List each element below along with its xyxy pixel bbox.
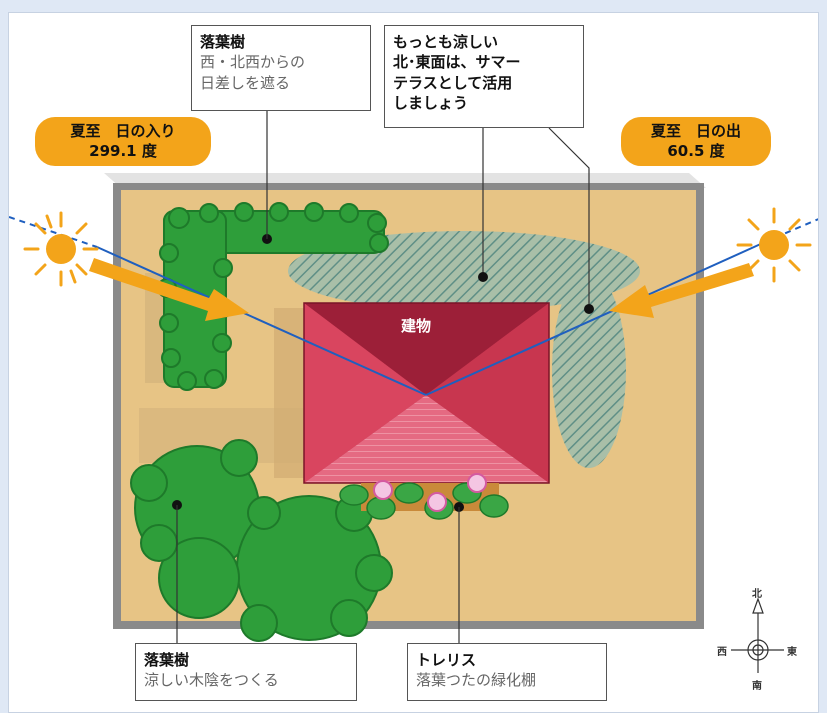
callout-text: テラスとして活用 xyxy=(393,73,513,92)
callout-title: 落葉樹 xyxy=(200,33,246,51)
callout-summer-terrace: もっとも涼しい 北･東面は、サマー テラスとして活用 しましょう xyxy=(384,25,584,128)
compass-north-label: 北 xyxy=(752,589,762,600)
compass-south-label: 南 xyxy=(752,681,762,692)
deciduous-trees-sw xyxy=(130,439,393,642)
sunlight-arrow-west xyxy=(89,258,249,321)
callout-text: 西・北西からの xyxy=(200,53,306,72)
sunset-angle-badge: 夏至 日の入り 299.1 度 xyxy=(35,117,211,166)
building-label: 建物 xyxy=(401,317,432,335)
compass-east-label: 東 xyxy=(787,647,797,658)
callout-deciduous-nw: 落葉樹 西・北西からの 日差しを遮る xyxy=(191,25,371,111)
callout-deciduous-sw: 落葉樹 涼しい木陰をつくる xyxy=(135,643,357,701)
callout-text: 涼しい木陰をつくる xyxy=(144,671,279,690)
sun-icon-west xyxy=(23,211,99,287)
callout-trellis: トレリス 落葉つたの緑化棚 xyxy=(407,643,607,701)
sun-icon-east xyxy=(736,207,812,283)
callout-leaders xyxy=(176,111,590,648)
callout-title: 落葉樹 xyxy=(144,651,190,669)
callout-text: しましょう xyxy=(393,93,469,112)
compass-rose xyxy=(731,597,784,673)
callout-text: 北･東面は、サマー xyxy=(393,53,521,72)
marker-dot xyxy=(584,304,594,314)
sunlight-arrow-east xyxy=(609,263,754,318)
sunset-degree: 299.1 度 xyxy=(89,141,157,160)
marker-dot xyxy=(478,272,488,282)
sunset-label: 夏至 日の入り xyxy=(70,122,176,140)
compass-west-label: 西 xyxy=(717,647,727,658)
callout-text: 落葉つたの緑化棚 xyxy=(416,671,537,690)
trellis-plants xyxy=(339,473,509,520)
callout-text: もっとも涼しい xyxy=(393,33,499,51)
callout-text: 日差しを遮る xyxy=(200,73,291,92)
diagram-frame: 建物 夏至 日の入り 299.1 度 夏至 日の出 60.5 度 落葉樹 西・北… xyxy=(8,12,819,713)
sunrise-label: 夏至 日の出 xyxy=(650,122,741,140)
sun-angle-lines xyxy=(9,216,818,396)
site-plan-illustration xyxy=(9,111,818,673)
callout-title: トレリス xyxy=(416,651,477,669)
building-roof xyxy=(303,302,550,484)
sunrise-angle-badge: 夏至 日の出 60.5 度 xyxy=(621,117,771,166)
sunrise-degree: 60.5 度 xyxy=(667,141,725,160)
